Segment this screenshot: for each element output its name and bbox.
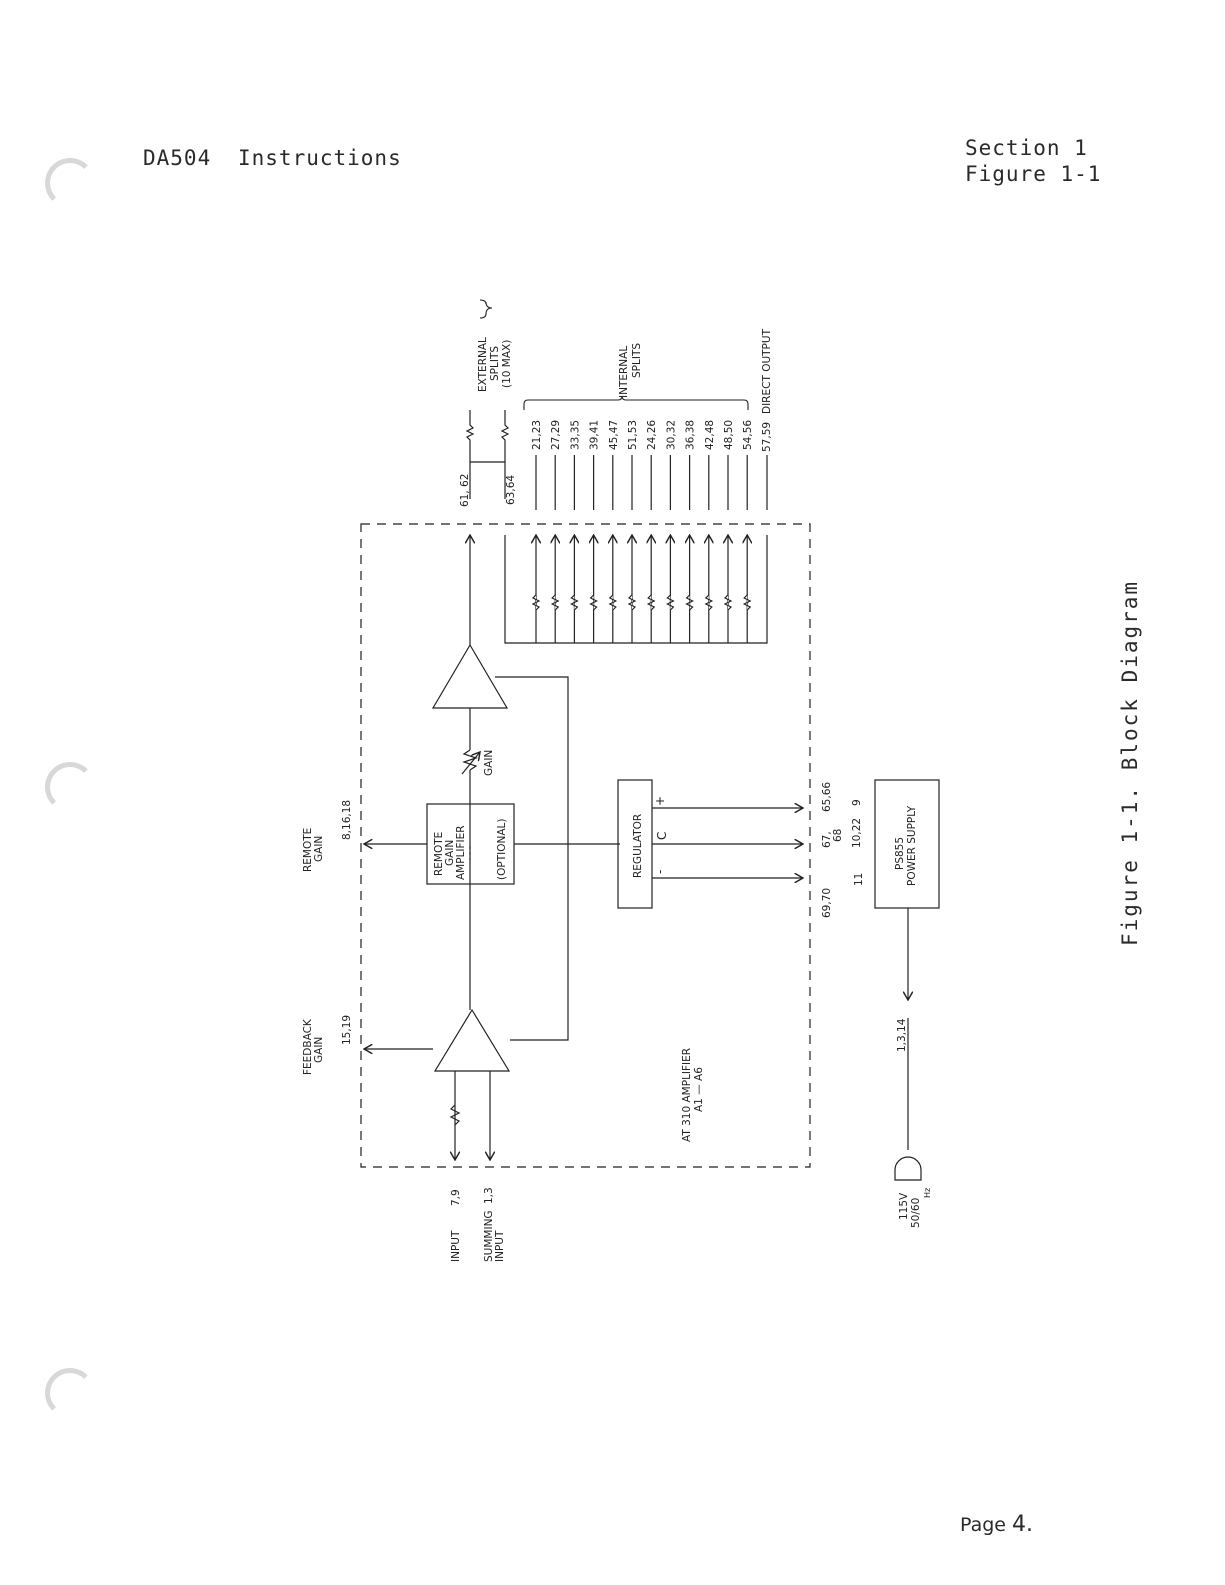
external-split-resistor bbox=[500, 410, 510, 462]
internal-split-resistor bbox=[531, 594, 541, 611]
input-label: INPUT bbox=[450, 1230, 462, 1262]
pin-11: 11 bbox=[853, 873, 865, 886]
mains-frequency: 50/60 bbox=[910, 1198, 922, 1228]
split-pin-label: 48,50 bbox=[723, 420, 735, 450]
external-splits-label-3: (10 MAX) bbox=[501, 340, 513, 388]
regulator-common: C bbox=[655, 832, 669, 840]
page-value: 4. bbox=[1012, 1512, 1034, 1537]
external-splits-label: EXTERNAL bbox=[477, 337, 489, 392]
pin-63-64: 63,64 bbox=[505, 475, 517, 505]
pin-9: 9 bbox=[851, 799, 863, 806]
punch-hole bbox=[45, 762, 95, 812]
split-pin-label: 39,41 bbox=[589, 420, 601, 450]
remote-amp-label-4: (OPTIONAL) bbox=[496, 819, 508, 880]
feedback-gain-label-2: GAIN bbox=[313, 1037, 325, 1063]
split-pin-label: 21,23 bbox=[531, 420, 543, 450]
pin-57-59: 57,59 bbox=[761, 422, 773, 452]
document-title: Instructions bbox=[238, 146, 402, 170]
power-supply-label: PS855 bbox=[894, 837, 906, 870]
feedback-gain-label: FEEDBACK bbox=[302, 1018, 314, 1075]
internal-split-resistor bbox=[742, 594, 752, 611]
internal-split-resistor bbox=[666, 594, 675, 611]
internal-split-resistor bbox=[627, 594, 637, 611]
split-pin-label: 24,26 bbox=[646, 420, 658, 450]
gain-pot-label: GAIN bbox=[483, 750, 495, 776]
pin-10-22: 10,22 bbox=[851, 818, 863, 848]
document-id: DA504 bbox=[143, 146, 212, 170]
page-label: Page bbox=[960, 1514, 1006, 1536]
internal-split-resistor bbox=[550, 594, 560, 611]
gain-potentiometer bbox=[462, 749, 478, 771]
remote-amp-label-2: GAIN bbox=[444, 840, 456, 866]
remote-gain-label: REMOTE bbox=[302, 828, 314, 872]
remote-gain-label-2: GAIN bbox=[313, 836, 325, 862]
regulator-label: REGULATOR bbox=[632, 814, 644, 878]
split-pin-label: 51,53 bbox=[627, 420, 639, 450]
external-split-resistor bbox=[465, 410, 475, 462]
page-number: Page 4. bbox=[960, 1512, 1033, 1537]
split-pin-label: 54,56 bbox=[742, 420, 754, 450]
pin-61-62: 61, 62 bbox=[459, 474, 471, 507]
punch-hole bbox=[45, 158, 95, 208]
internal-splits-label: INTERNAL bbox=[618, 346, 630, 398]
regulator-minus: - bbox=[653, 870, 667, 874]
section-label: Section 1 bbox=[965, 136, 1088, 160]
input-pins: 7,9 bbox=[450, 1189, 462, 1206]
power-plug-icon bbox=[894, 1156, 922, 1181]
punch-hole bbox=[45, 1368, 95, 1418]
remote-gain-pins: 8,16,18 bbox=[341, 800, 353, 840]
summing-input-label: SUMMING bbox=[483, 1210, 495, 1262]
internal-splits-label-2: SPLITS bbox=[631, 343, 643, 378]
split-pin-label: 27,29 bbox=[550, 420, 562, 450]
pin-1-3-14: 1,3,14 bbox=[896, 1018, 908, 1052]
internal-split-resistor bbox=[685, 594, 694, 611]
power-supply-label-2: POWER SUPPLY bbox=[906, 805, 918, 886]
pin-65-66: 65,66 bbox=[821, 782, 833, 812]
internal-split-resistor bbox=[570, 594, 579, 611]
remote-amp-label: REMOTE bbox=[433, 832, 445, 876]
pin-67-68-b: 68 bbox=[832, 829, 844, 842]
split-pin-label: 36,38 bbox=[685, 420, 697, 450]
split-pin-label: 30,32 bbox=[665, 420, 677, 450]
summing-input-pins: 1,3 bbox=[483, 1187, 495, 1204]
pin-67-68: 67, bbox=[821, 831, 833, 848]
external-splits-label-2: SPLITS bbox=[489, 346, 501, 381]
figure-label: Figure 1-1 bbox=[965, 162, 1102, 186]
regulator-plus: + bbox=[653, 796, 667, 806]
direct-output-label: DIRECT OUTPUT bbox=[761, 328, 773, 414]
feedback-gain-pins: 15,19 bbox=[341, 1015, 353, 1045]
amplifier-enclosure bbox=[360, 523, 811, 1168]
split-pin-label: 45,47 bbox=[608, 420, 620, 450]
mains-hz: Hz bbox=[923, 1188, 932, 1198]
amplifier-label: AT 310 AMPLIFIER bbox=[681, 1048, 693, 1142]
internal-split-resistor bbox=[608, 594, 618, 611]
internal-split-resistor bbox=[589, 594, 598, 611]
mains-voltage: 115V bbox=[898, 1192, 910, 1220]
input-amplifier-triangle bbox=[433, 1008, 511, 1072]
internal-split-resistor bbox=[646, 594, 656, 611]
split-pin-label: 33,35 bbox=[569, 420, 581, 450]
internal-split-resistor bbox=[704, 594, 714, 611]
pin-69-70: 69,70 bbox=[821, 888, 833, 918]
power-supply-box bbox=[874, 779, 940, 909]
remote-amp-label-3: AMPLIFIER bbox=[455, 825, 467, 880]
internal-split-resistor bbox=[723, 594, 733, 611]
amplifier-label-2: A1 — A6 bbox=[693, 1067, 705, 1112]
split-pin-label: 42,48 bbox=[704, 420, 716, 450]
summing-input-label-2: INPUT bbox=[494, 1230, 506, 1262]
